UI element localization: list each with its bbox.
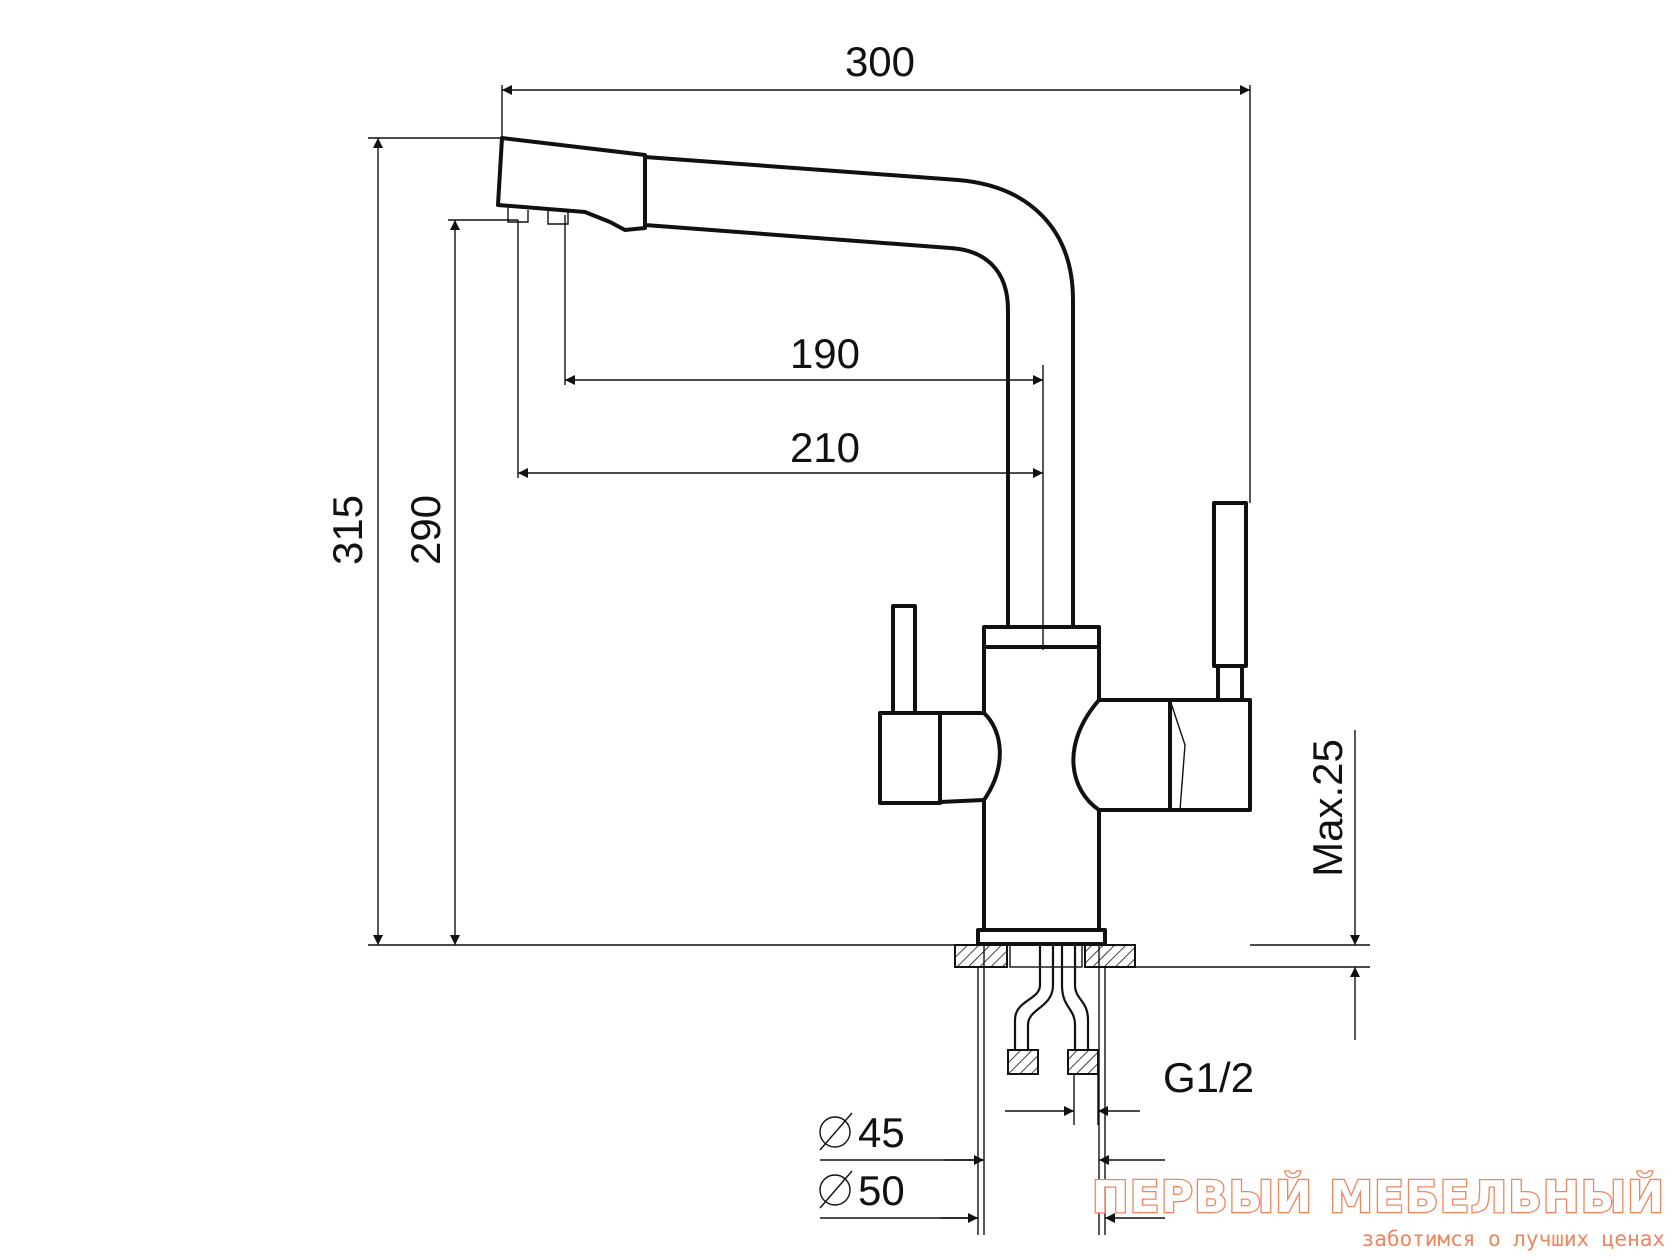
logo-title: ПЕРВЫЙ МЕБЕЛЬНЫЙ	[1092, 1170, 1665, 1223]
diameter-symbol-45	[819, 1112, 853, 1151]
body-base-ring	[976, 928, 1107, 946]
right-lever-cone	[1071, 698, 1172, 812]
countertop-right	[1084, 944, 1136, 968]
label-190: 190	[790, 330, 860, 377]
outlet-right	[547, 210, 569, 225]
label-300: 300	[845, 38, 915, 85]
spout	[643, 155, 1075, 629]
diameter-symbol-50	[819, 1170, 853, 1209]
hose-left-b	[1026, 945, 1055, 1050]
label-d50: 50	[858, 1167, 905, 1214]
right-handle-neck	[1216, 664, 1244, 704]
hose-right-a	[1060, 945, 1077, 1050]
label-d45: 45	[858, 1109, 905, 1156]
dimension-lines	[368, 85, 1370, 1235]
hose-fitting-left	[1007, 1049, 1039, 1075]
logo-tagline: заботимся о лучших ценах	[1362, 1227, 1665, 1251]
body-top-ring	[982, 625, 1101, 649]
label-g12: G1/2	[1163, 1054, 1254, 1101]
right-lever-block	[1168, 698, 1252, 812]
mount-nut	[1009, 944, 1083, 968]
hose-right-b	[1073, 945, 1090, 1050]
left-lever-cone	[938, 711, 1002, 804]
countertop-left	[954, 944, 1008, 968]
right-lever-seam	[1169, 699, 1186, 811]
label-315: 315	[324, 495, 371, 565]
hose-fitting-right	[1067, 1049, 1099, 1075]
left-lever-block	[878, 711, 942, 805]
label-max25: Max.25	[1304, 739, 1351, 877]
label-210: 210	[790, 424, 860, 471]
right-handle-rod	[1212, 501, 1248, 668]
faucet-outline	[496, 136, 1252, 1075]
hose-left-a	[1013, 945, 1042, 1050]
brand-logo: ПЕРВЫЙ МЕБЕЛЬНЫЙ заботимся о лучших цена…	[1091, 1169, 1666, 1251]
left-handle-stem	[891, 604, 917, 716]
spout-head	[496, 136, 647, 232]
label-290: 290	[402, 495, 449, 565]
